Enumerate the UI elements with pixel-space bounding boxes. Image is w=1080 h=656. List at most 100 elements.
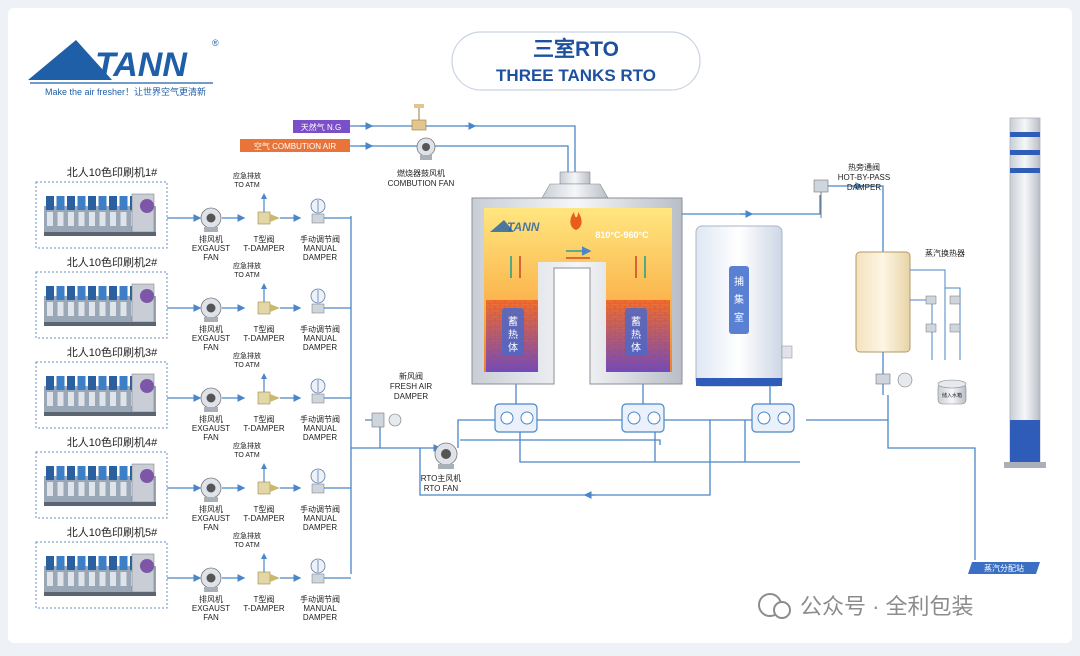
chamber-temperature: 810°C-960°C [595,230,649,240]
bed-right-char-2: 热 [631,328,641,341]
bed-right-char-1: 蓄 [631,316,641,328]
exhaust-fan-zh: 排风机 [199,414,223,424]
fresh-air-damper: 新风阀 FRESH AIR DAMPER [371,371,432,428]
printing-press-icon [44,463,156,506]
company-logo: TANN ® Make the air fresher！让世界空气更清新 [28,38,219,97]
exhaust-fan-en1: EXGAUST [192,334,230,343]
manual-damper-icon [310,288,326,314]
valve-box-3 [751,384,795,433]
exhaust-fan-en1: EXGAUST [192,604,230,613]
bed-left-char-1: 蓄 [508,316,518,328]
combustion-fan-zh: 燃烧器鼓风机 [397,168,445,178]
manual-damper-icon [310,558,326,584]
manual-damper-en2: DAMPER [303,343,337,352]
t-damper-en: T-DAMPER [243,424,285,433]
exhaust-fan-en1: EXGAUST [192,424,230,433]
to-atm-zh: 应急排放 [233,531,261,540]
exhaust-fan-zh: 排风机 [199,324,223,334]
air-input: 空气 COMBUTION AIR 燃烧器鼓风机 COMBUTION FAN [240,137,569,188]
printing-press-icon [44,373,156,416]
logo-triangle-icon [28,40,112,80]
to-atm-en: TO ATM [234,542,260,549]
flame-icon [570,212,582,230]
manual-damper-zh: 手动调节阀 [300,594,340,604]
manual-damper-en1: MANUAL [303,514,337,523]
steam-station: 蒸汽分配站 [968,548,1040,574]
fresh-air-en1: FRESH AIR [390,382,432,391]
exhaust-fan-en1: EXGAUST [192,244,230,253]
exhaust-fan-zh: 排风机 [199,504,223,514]
manual-damper-zh: 手动调节阀 [300,414,340,424]
press-title: 北人10色印刷机4# [67,435,158,449]
title-zh: 三室RTO [533,37,619,61]
t-damper-zh: T型阀 [254,505,275,514]
exhaust-fan-en2: FAN [203,523,219,532]
chamber-logo: TANN [507,220,540,234]
to-atm-zh: 应急排放 [233,171,261,180]
manual-damper-en2: DAMPER [303,523,337,532]
hot-gas-pipe [682,195,821,215]
bypass-en2: DAMPER [847,183,881,192]
water-tank-label: 储入水箱 [942,392,962,399]
exhaust-fan-zh: 排风机 [199,594,223,604]
manual-damper-en1: MANUAL [303,604,337,613]
press-box [35,271,168,339]
press-box [35,541,168,609]
title-en: THREE TANKS RTO [496,66,656,85]
t-damper-icon [257,553,280,585]
combustion-fan-en: COMBUTION FAN [388,179,455,188]
watermark-text: 公众号 · 全利包装 [800,594,974,619]
manual-damper-zh: 手动调节阀 [300,504,340,514]
t-damper-zh: T型阀 [254,415,275,424]
steam-hx-label: 蒸汽换热器 [925,248,965,258]
combustion-fan-icon [416,137,436,160]
press-title: 北人10色印刷机3# [67,345,158,359]
rto-fan-zh: RTO主风机 [421,473,462,483]
press-box [35,181,168,249]
to-atm-zh: 应急排放 [233,351,261,360]
manual-damper-en2: DAMPER [303,613,337,622]
steam-station-label: 蒸汽分配站 [984,563,1024,573]
t-damper-en: T-DAMPER [243,604,285,613]
capture-char-1: 捕 [734,275,744,288]
fresh-air-zh: 新风阀 [399,371,423,381]
to-atm-en: TO ATM [234,362,260,369]
bed-left-char-3: 体 [508,342,518,354]
t-damper-zh: T型阀 [254,595,275,604]
exhaust-fan-en2: FAN [203,343,219,352]
exhaust-fan-icon [200,477,222,502]
manual-damper-en2: DAMPER [303,433,337,442]
to-atm-en: TO ATM [234,182,260,189]
exhaust-fan-icon [200,387,222,412]
t-damper-en: T-DAMPER [243,244,285,253]
capture-char-2: 集 [734,293,744,306]
exhaust-stack [1004,117,1046,468]
printing-press-icon [44,283,156,326]
bed-left-char-2: 热 [508,328,518,341]
manual-damper-icon [310,198,326,224]
to-atm-zh: 应急排放 [233,441,261,450]
manual-damper-en1: MANUAL [303,244,337,253]
t-damper-icon [257,373,280,405]
t-damper-zh: T型阀 [254,325,275,334]
ng-valve-icon [411,104,427,131]
press-title: 北人10色印刷机5# [67,525,158,539]
exhaust-fan-en2: FAN [203,253,219,262]
exhaust-fan-icon [200,567,222,592]
t-damper-en: T-DAMPER [243,514,285,523]
rto-chamber: 蓄 热 体 蓄 热 体 TANN 810°C-960°C [471,171,683,385]
manual-damper-en1: MANUAL [303,424,337,433]
press-box [35,451,168,519]
fresh-air-en2: DAMPER [394,392,428,401]
bed-right-char-3: 体 [631,342,641,354]
to-atm-en: TO ATM [234,452,260,459]
printing-press-icon [44,553,156,596]
manual-damper-icon [310,468,326,494]
valve-box-2 [621,384,665,433]
exhaust-fan-zh: 排风机 [199,234,223,244]
rto-main-fan: RTO主风机 RTO FAN [421,442,462,493]
